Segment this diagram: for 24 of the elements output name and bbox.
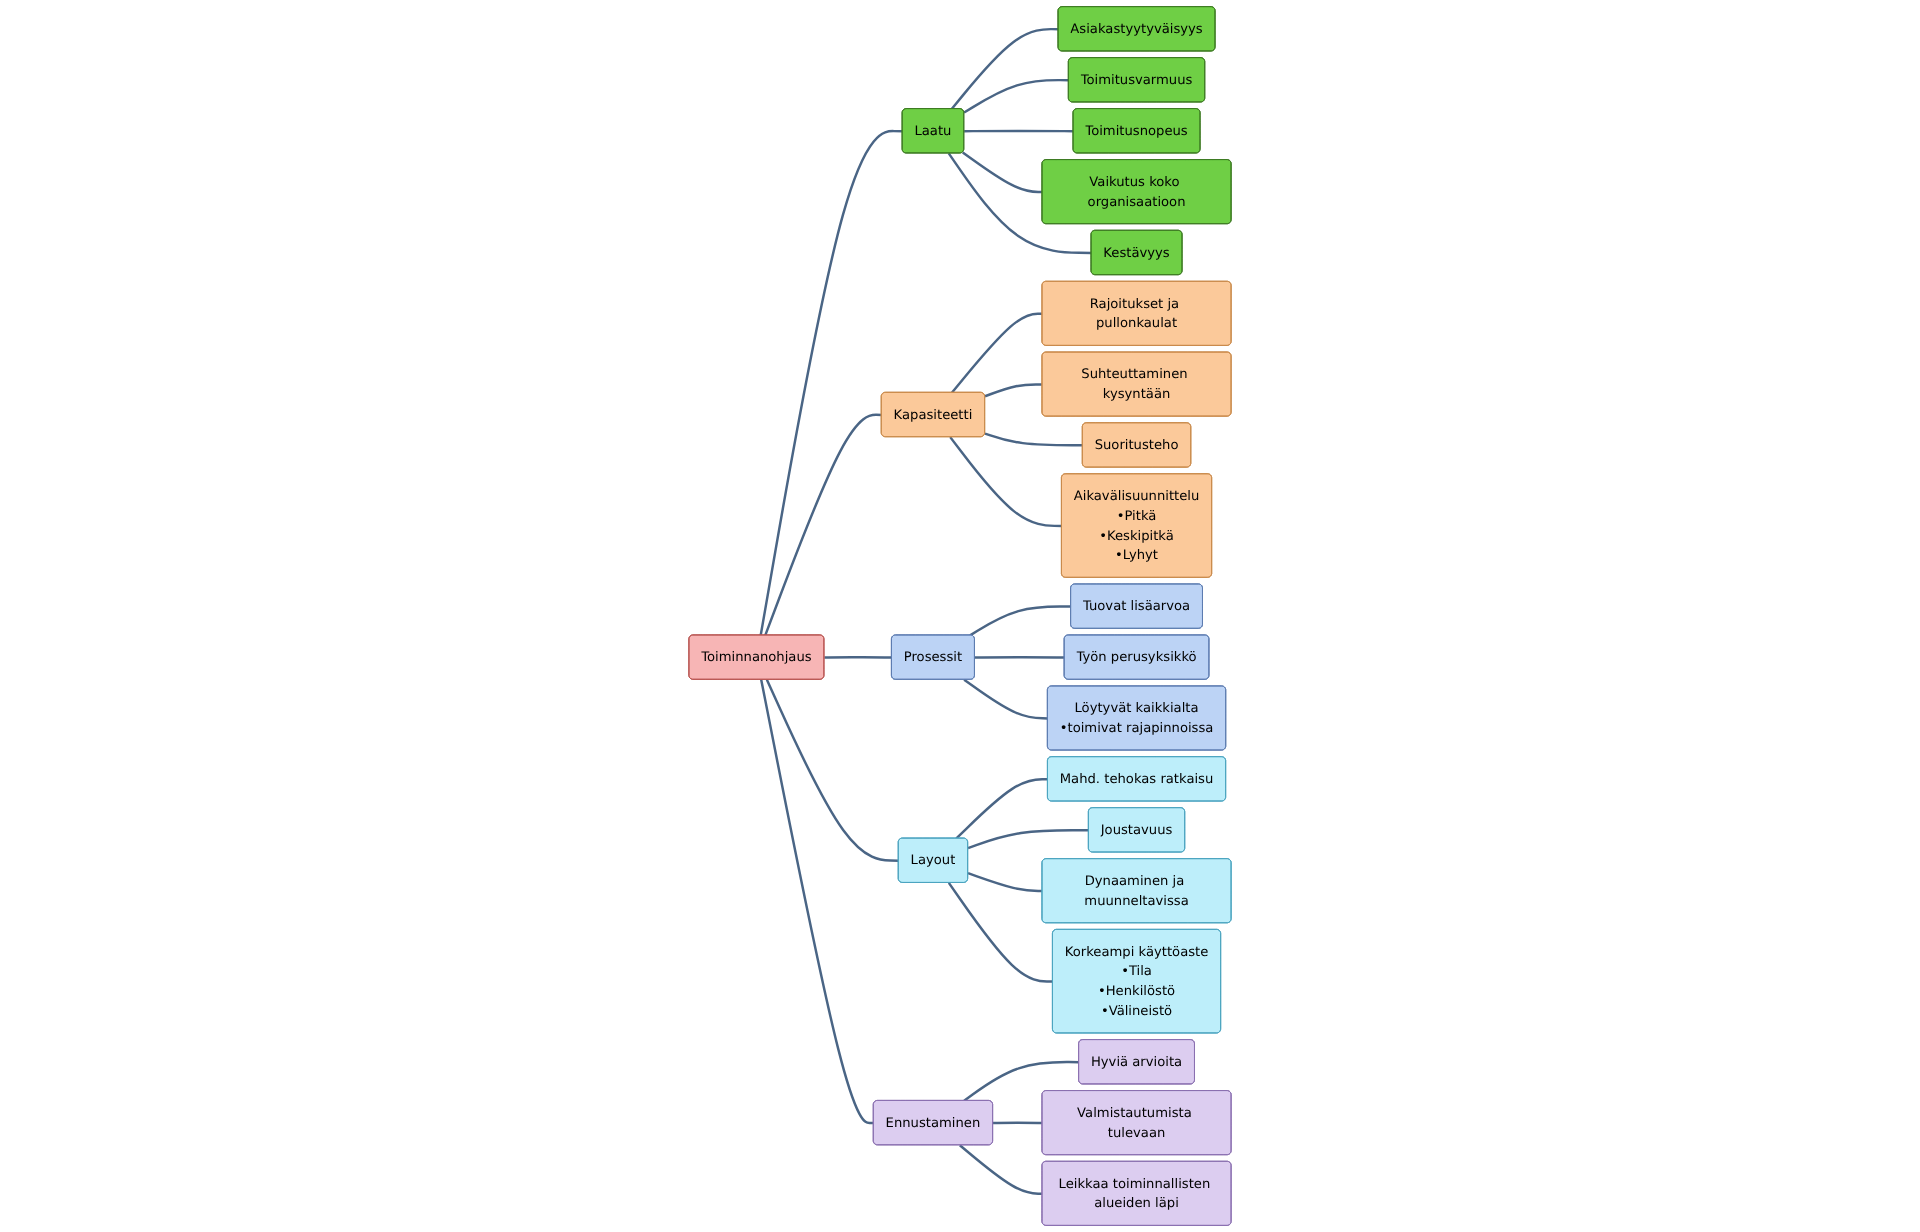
connector [824,656,892,659]
connector [967,872,1043,893]
connector [969,605,1071,637]
connector [964,129,1074,133]
connector [984,432,1083,447]
connector [963,78,1069,114]
connector [993,1121,1043,1125]
connector [962,151,1043,194]
connector [760,679,874,1125]
connector [963,678,1048,720]
connector [967,828,1089,850]
connector [959,1144,1043,1195]
connector [947,882,1053,983]
connector [765,679,899,862]
connector [984,383,1043,398]
connector [955,777,1048,840]
connector [947,152,1092,255]
connector [949,436,1062,528]
connector [764,413,882,636]
connector [950,312,1043,394]
connector [974,656,1065,659]
connector [963,1060,1079,1102]
connector [950,27,1059,110]
connector [759,129,903,636]
